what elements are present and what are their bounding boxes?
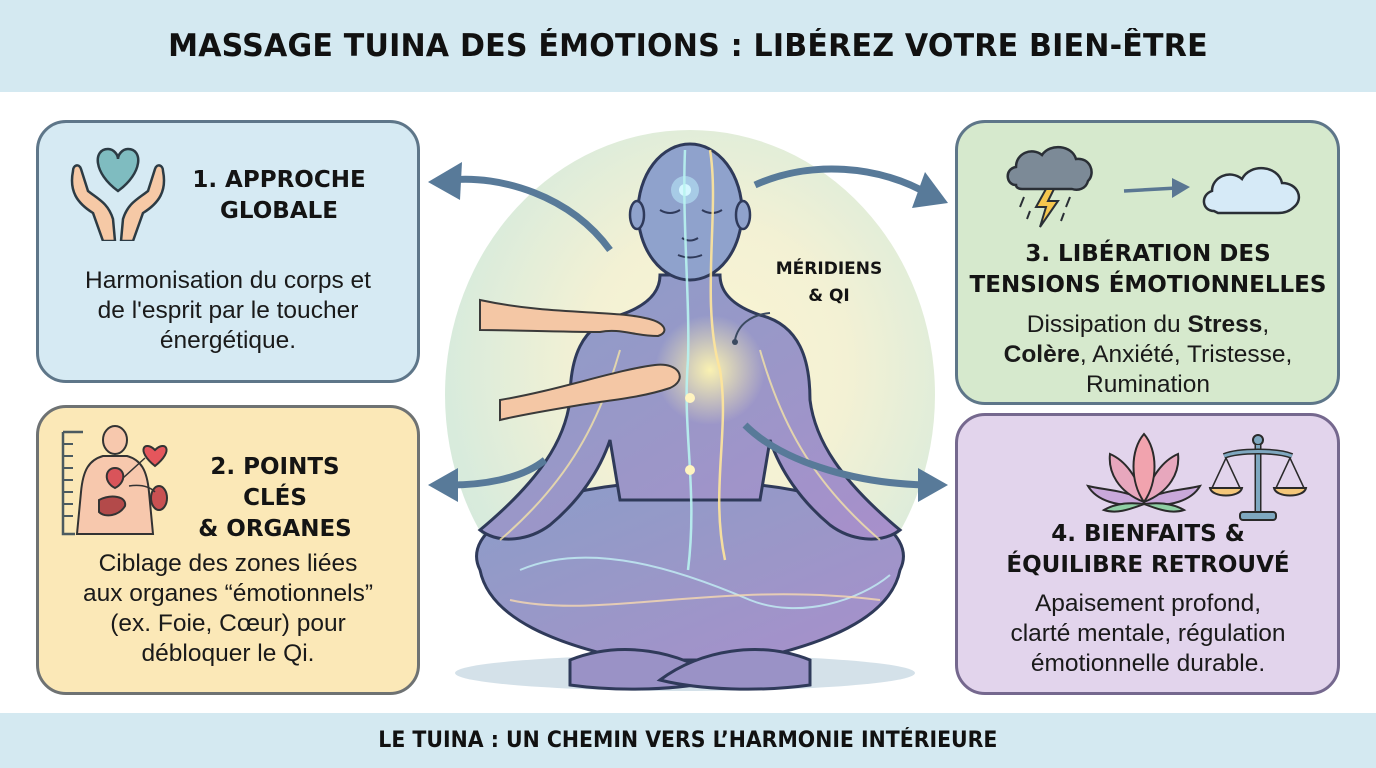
card-title-line2: ÉQUILIBRE RETROUVÉ	[1006, 552, 1290, 578]
card-title-line2: TENSIONS ÉMOTIONNELLES	[969, 272, 1327, 298]
card-title-line1: 3. LIBÉRATION DES	[1025, 241, 1271, 267]
card-title-line1: 2. POINTS CLÉS	[210, 454, 340, 511]
card-title: 4. BIENFAITS & ÉQUILIBRE RETROUVÉ	[962, 519, 1334, 581]
card-desc-line2: aux organes “émotionnels”	[82, 580, 374, 607]
card-liberation-tensions: 3. LIBÉRATION DES TENSIONS ÉMOTIONNELLES…	[955, 120, 1340, 405]
card-desc-line1: Harmonisation du corps et	[85, 267, 371, 294]
desc-text: , Anxiété, Tristesse,	[1079, 341, 1293, 368]
card-desc-line2: clarté mentale, régulation	[1010, 620, 1286, 647]
card-desc-line2: de l'esprit par le toucher	[97, 297, 359, 324]
card-desc-line4: débloquer le Qi.	[141, 640, 315, 667]
card-title: 2. POINTS CLÉS & ORGANES	[175, 452, 375, 545]
meridians-label: MÉRIDIENS & QI	[754, 256, 904, 310]
desc-emphasis-colere: Colère	[1003, 341, 1080, 368]
meditating-figure-icon	[428, 142, 948, 691]
card-title: 1. APPROCHE GLOBALE	[179, 165, 379, 227]
meridians-label-line1: MÉRIDIENS	[775, 259, 883, 279]
hands-heart-icon	[70, 147, 166, 241]
card-description: Dissipation du Stress, Colère, Anxiété, …	[962, 310, 1334, 400]
card-desc-line3: (ex. Foie, Cœur) pour	[110, 610, 346, 637]
desc-text: Dissipation du	[1026, 311, 1188, 338]
footer-banner: LE TUINA : UN CHEMIN VERS L’HARMONIE INT…	[0, 713, 1376, 768]
header-banner: MASSAGE TUINA DES ÉMOTIONS : LIBÉREZ VOT…	[0, 0, 1376, 92]
card-bienfaits: 4. BIENFAITS & ÉQUILIBRE RETROUVÉ Apaise…	[955, 413, 1340, 695]
footer-tagline: LE TUINA : UN CHEMIN VERS L’HARMONIE INT…	[378, 728, 998, 753]
card-title-line1: 1. APPROCHE	[192, 167, 366, 193]
card-title-line1: 4. BIENFAITS &	[1051, 521, 1245, 547]
card-desc-line3: énergétique.	[159, 327, 297, 354]
card-points-cles: 2. POINTS CLÉS & ORGANES Ciblage des zon…	[36, 405, 420, 695]
card-desc-line2: Colère, Anxiété, Tristesse,	[962, 340, 1334, 370]
desc-text: ,	[1262, 311, 1270, 338]
card-desc-line1: Apaisement profond,	[1034, 590, 1262, 617]
card-desc-line3: émotionnelle durable.	[1030, 650, 1266, 677]
desc-emphasis-stress: Stress	[1187, 311, 1263, 338]
card-description: Apaisement profond, clarté mentale, régu…	[962, 589, 1334, 679]
card-title: 3. LIBÉRATION DES TENSIONS ÉMOTIONNELLES	[962, 239, 1334, 301]
card-desc-line1: Ciblage des zones liées	[98, 550, 358, 577]
card-description: Harmonisation du corps et de l'esprit pa…	[47, 266, 409, 356]
card-desc-line3: Rumination	[1086, 371, 1210, 398]
card-description: Ciblage des zones liées aux organes “émo…	[43, 549, 413, 669]
meridians-label-line2: & QI	[808, 286, 850, 306]
card-approche-globale: 1. APPROCHE GLOBALE Harmonisation du cor…	[36, 120, 420, 383]
lotus-scale-icon	[1085, 432, 1308, 521]
page-title: MASSAGE TUINA DES ÉMOTIONS : LIBÉREZ VOT…	[168, 28, 1208, 64]
card-title-line2: GLOBALE	[220, 198, 338, 224]
center-illustration: MÉRIDIENS & QI	[420, 100, 960, 710]
storm-to-cloud-icon	[1006, 146, 1301, 228]
card-title-line2: & ORGANES	[198, 516, 352, 542]
card-desc-line1: Dissipation du Stress,	[962, 310, 1334, 340]
body-organs-icon	[61, 425, 168, 536]
